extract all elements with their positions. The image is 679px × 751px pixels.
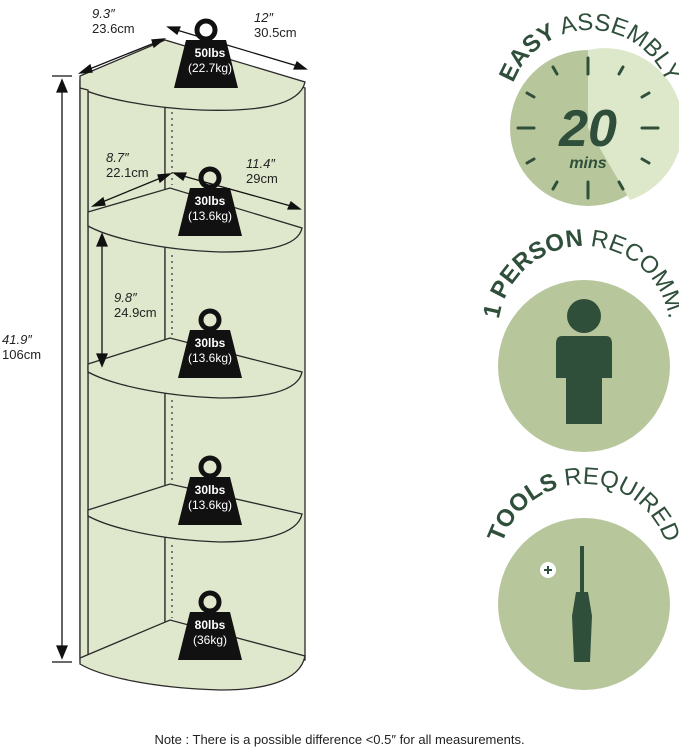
height-label: 41.9″106cm bbox=[2, 332, 42, 362]
person-badge bbox=[498, 280, 670, 452]
measurement-note: Note : There is a possible difference <0… bbox=[154, 732, 525, 747]
weight-icon-2 bbox=[178, 166, 242, 236]
assembly-clock-badge bbox=[510, 48, 679, 206]
weight-label-5: 80lbs(36kg) bbox=[192, 618, 227, 647]
weight-icon-1 bbox=[174, 18, 238, 88]
shelf-gap-label: 9.8″24.9cm bbox=[114, 290, 157, 320]
person-icon bbox=[556, 299, 612, 424]
weight-icon-3 bbox=[178, 308, 242, 378]
top-depth-label: 9.3″23.6cm bbox=[92, 6, 135, 36]
top-width-label: 12″30.5cm bbox=[254, 10, 297, 40]
weight-label-1: 50lbs(22.7kg) bbox=[187, 46, 233, 75]
shelf-width-label: 11.4″29cm bbox=[246, 156, 278, 186]
screwdriver-icon bbox=[572, 546, 592, 662]
assembly-minutes-unit: mins bbox=[569, 155, 606, 172]
weight-icon-4 bbox=[178, 455, 242, 525]
shelf-depth-label: 8.7″22.1cm bbox=[106, 150, 149, 180]
weight-label-2: 30lbs(13.6kg) bbox=[187, 194, 233, 223]
weight-label-3: 30lbs(13.6kg) bbox=[187, 336, 233, 365]
weight-icon-5 bbox=[178, 590, 242, 660]
assembly-minutes-number: 20 bbox=[558, 100, 617, 158]
tools-badge bbox=[498, 518, 670, 690]
weight-label-4: 30lbs(13.6kg) bbox=[187, 483, 233, 512]
